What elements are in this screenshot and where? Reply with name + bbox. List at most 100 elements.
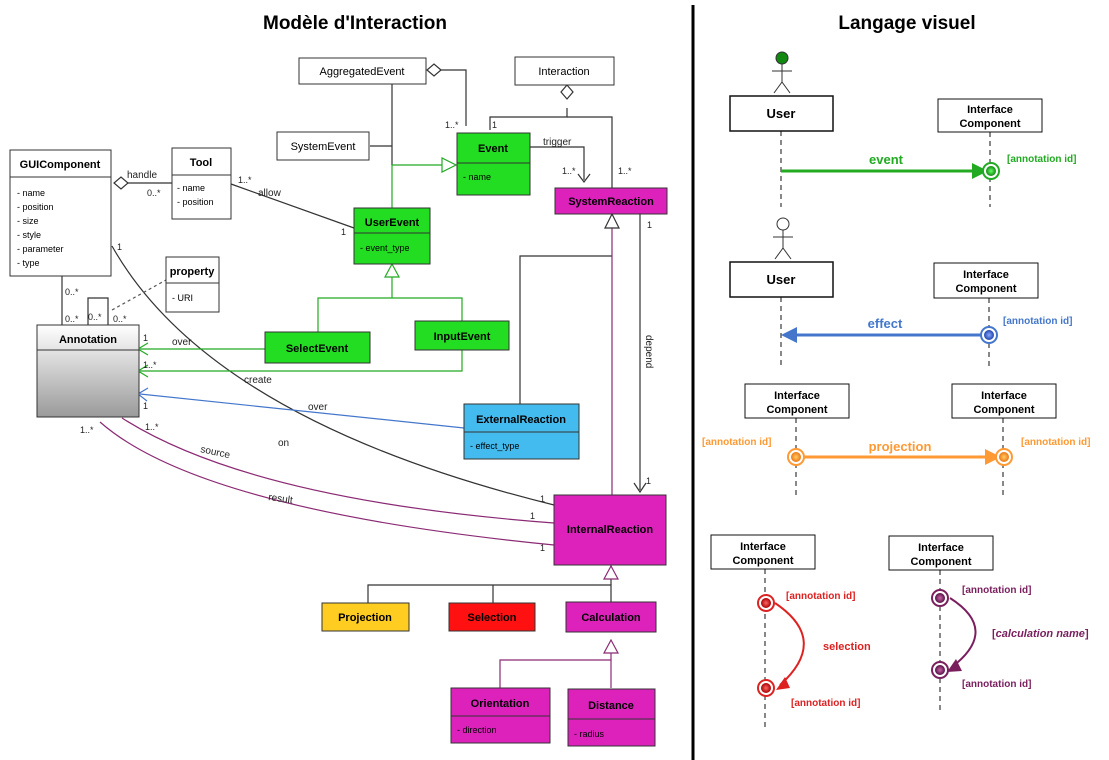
- mult: 1..*: [445, 120, 459, 130]
- visual-language-panel: User Interface Component event [annotati…: [702, 51, 1090, 727]
- legend-calculation-annotation-1: [annotation id]: [962, 585, 1031, 596]
- generalization-internalreaction: [602, 564, 620, 580]
- mult: 1..*: [143, 360, 157, 370]
- svg-text:User: User: [767, 106, 796, 121]
- class-internal-reaction: InternalReaction: [553, 494, 667, 566]
- class-input-event: InputEvent: [414, 320, 510, 351]
- mult: 0..*: [113, 314, 127, 324]
- svg-text:- size: - size: [17, 216, 39, 226]
- mult: 1: [492, 120, 497, 130]
- svg-text:UserEvent: UserEvent: [365, 217, 420, 229]
- legend-event-label: event: [869, 152, 904, 167]
- svg-text:Event: Event: [478, 143, 508, 155]
- label-result: result: [268, 492, 294, 506]
- mult: 1..*: [238, 175, 252, 185]
- generalization-systemreaction: [604, 212, 620, 229]
- svg-text:property: property: [170, 266, 216, 278]
- class-distance: Distance - radius: [567, 688, 656, 747]
- svg-text:AggregatedEvent: AggregatedEvent: [319, 66, 404, 78]
- label-allow: allow: [258, 188, 282, 199]
- arrow-depend: [633, 482, 647, 494]
- legend-selection-annotation-1: [annotation id]: [786, 591, 855, 602]
- svg-text:Projection: Projection: [338, 612, 392, 624]
- class-orientation: Orientation - direction: [450, 687, 551, 744]
- actor-user-1: User: [729, 51, 834, 207]
- mult: 1..*: [562, 166, 576, 176]
- svg-text:- effect_type: - effect_type: [470, 441, 519, 451]
- svg-text:InternalReaction: InternalReaction: [567, 524, 653, 536]
- svg-text:Interface: Interface: [967, 104, 1013, 116]
- svg-text:Component: Component: [973, 404, 1034, 416]
- generalization-calculation: [602, 638, 620, 654]
- edges: [61, 69, 641, 688]
- class-select-event: SelectEvent: [264, 331, 371, 364]
- class-system-reaction: SystemReaction: [554, 187, 668, 215]
- right-title: Langage visuel: [838, 13, 975, 34]
- mult: 1: [143, 401, 148, 411]
- class-annotation: Annotation: [36, 324, 140, 418]
- svg-text:SelectEvent: SelectEvent: [286, 343, 349, 355]
- class-external-reaction: ExternalReaction - effect_type: [463, 403, 580, 460]
- svg-text:- parameter: - parameter: [17, 244, 64, 254]
- mult: 1: [143, 333, 148, 343]
- mult: 1: [647, 220, 652, 230]
- legend-calculation-annotation-2: [annotation id]: [962, 679, 1031, 690]
- legend-projection-annotation-2: [annotation id]: [1021, 437, 1090, 448]
- legend-projection-annotation-1: [annotation id]: [702, 437, 771, 448]
- label-over-2: over: [308, 402, 328, 413]
- label-on: on: [278, 438, 289, 449]
- svg-text:Component: Component: [959, 118, 1020, 130]
- svg-text:SystemEvent: SystemEvent: [291, 141, 356, 153]
- generalization-userevent: [383, 262, 401, 278]
- mult: 1..*: [80, 425, 94, 435]
- svg-text:Distance: Distance: [588, 700, 634, 712]
- interface-component-2: Interface Component: [933, 262, 1039, 368]
- interface-component-1: Interface Component: [937, 98, 1043, 207]
- mult: 1: [341, 227, 346, 237]
- svg-text:Component: Component: [910, 556, 971, 568]
- mult: 1..*: [618, 166, 632, 176]
- interface-component-3: Interface Component: [744, 383, 850, 495]
- svg-text:- event_type: - event_type: [360, 243, 410, 253]
- svg-text:- radius: - radius: [574, 729, 605, 739]
- svg-text:Interface: Interface: [740, 541, 786, 553]
- svg-text:Selection: Selection: [468, 612, 517, 624]
- label-over-1: over: [172, 337, 192, 348]
- mult: 1: [530, 511, 535, 521]
- svg-text:- position: - position: [177, 197, 214, 207]
- svg-text:InputEvent: InputEvent: [434, 331, 491, 343]
- interface-component-6: Interface Component: [888, 535, 994, 712]
- mult: 1..*: [145, 422, 159, 432]
- left-title: Modèle d'Interaction: [263, 13, 447, 34]
- class-selection: Selection: [448, 602, 536, 632]
- svg-text:- direction: - direction: [457, 725, 497, 735]
- svg-text:- URI: - URI: [172, 293, 193, 303]
- mult: 1: [117, 242, 122, 252]
- svg-text:- position: - position: [17, 202, 54, 212]
- svg-text:Interface: Interface: [963, 269, 1009, 281]
- svg-text:SystemReaction: SystemReaction: [568, 196, 654, 208]
- class-aggregated-event: AggregatedEvent: [298, 57, 427, 85]
- diamond-gui: [113, 176, 129, 190]
- svg-text:- style: - style: [17, 230, 41, 240]
- svg-text:- type: - type: [17, 258, 40, 268]
- label-depend: depend: [643, 335, 654, 368]
- legend-projection-label: projection: [869, 439, 932, 454]
- legend-effect-label: effect: [868, 316, 903, 331]
- legend-event-annotation: [annotation id]: [1007, 154, 1076, 165]
- mult: 0..*: [88, 312, 102, 322]
- svg-text:Component: Component: [766, 404, 827, 416]
- label-handle: handle: [127, 170, 157, 181]
- svg-text:User: User: [767, 272, 796, 287]
- edge-markers: [113, 63, 647, 654]
- class-tool: Tool - name - position: [171, 147, 232, 220]
- class-property: property - URI: [165, 256, 220, 313]
- svg-text:Interface: Interface: [918, 542, 964, 554]
- mult: 1: [540, 543, 545, 553]
- label-trigger: trigger: [543, 137, 572, 148]
- svg-text:Interface: Interface: [774, 390, 820, 402]
- svg-text:- name: - name: [17, 188, 45, 198]
- class-user-event: UserEvent - event_type: [353, 207, 431, 265]
- svg-text:Component: Component: [955, 283, 1016, 295]
